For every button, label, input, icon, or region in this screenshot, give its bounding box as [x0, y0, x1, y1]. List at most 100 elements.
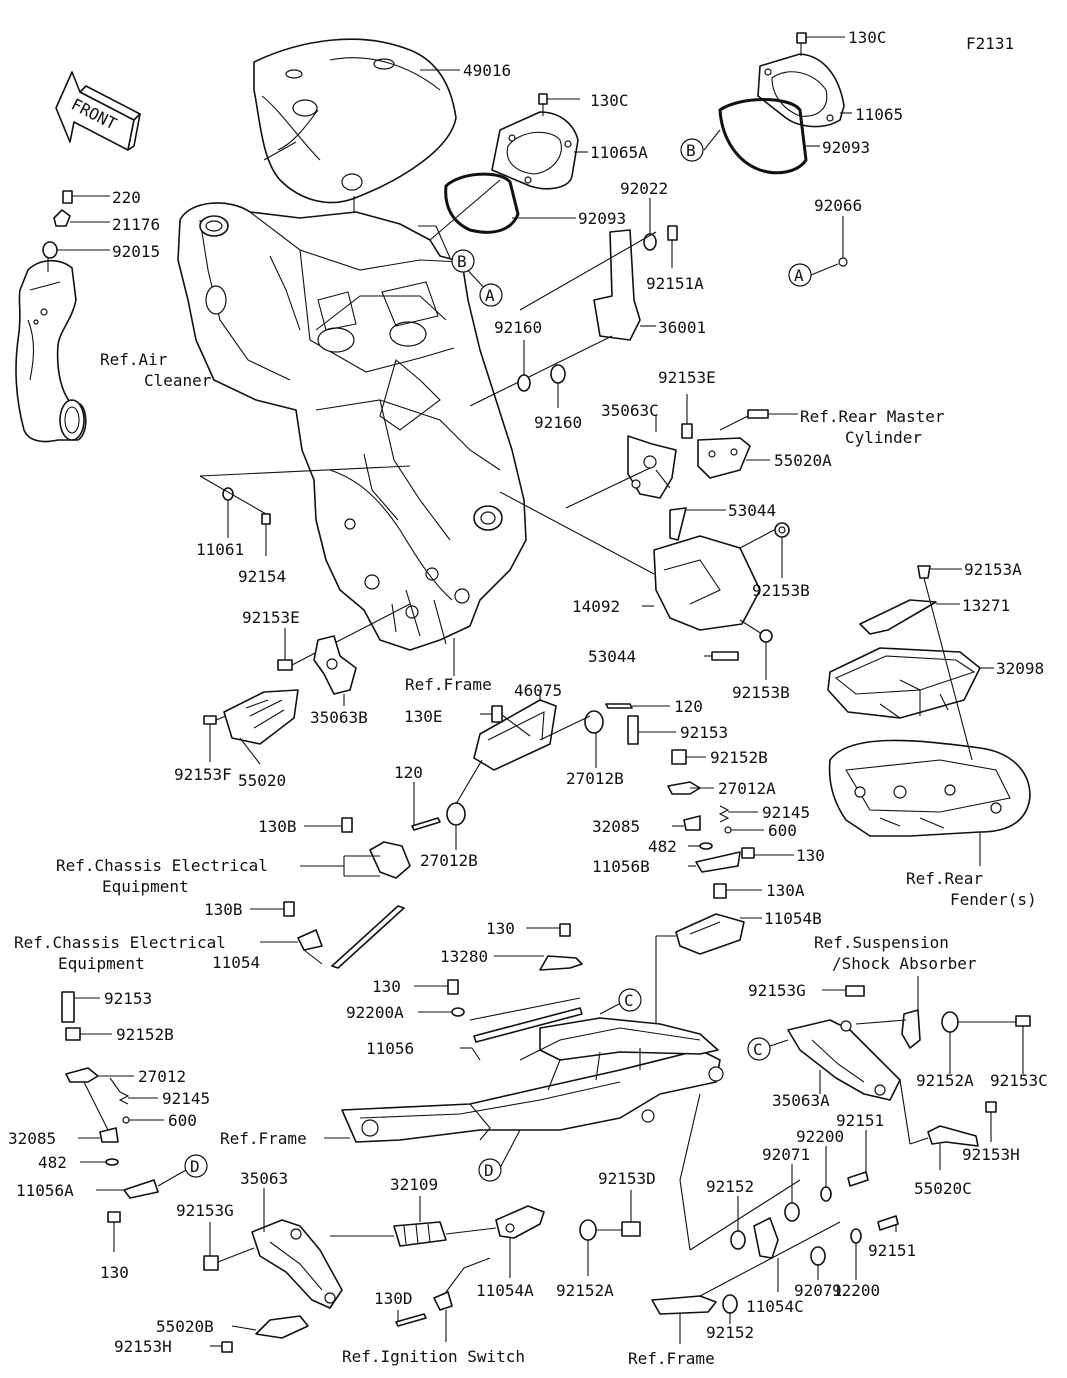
bolt-92153-upper [627, 715, 676, 745]
bushing-92160-b [550, 364, 566, 408]
bolt-92153H-lower [210, 1341, 233, 1353]
label-ref-suspension: Ref.Suspension [814, 933, 949, 952]
collar-27012B-right [539, 710, 604, 768]
plate-55020C [899, 1079, 979, 1170]
sub-frame [324, 1017, 724, 1169]
ref-frame-lower-right [651, 1295, 717, 1344]
callout-A-right: A [788, 263, 839, 287]
cover-11065A [491, 111, 588, 190]
label-11061: 11061 [196, 540, 244, 559]
label-11056B: 11056B [592, 857, 650, 876]
label-92145-upper: 92145 [762, 803, 810, 822]
bolt-92153G-upper [822, 985, 865, 997]
label-130E: 130E [404, 707, 443, 726]
spring-92145-upper [718, 805, 758, 823]
callout-A-right-label: A [794, 266, 804, 285]
label-ref-frame-lower: Ref.Frame [628, 1349, 715, 1368]
part-labels: F2131 130C 49016 130C 11065 92093 11065A… [8, 28, 1048, 1368]
collar-92152B-lower [65, 1027, 112, 1041]
label-600-upper: 600 [768, 821, 797, 840]
bushing-92152-lower [722, 1294, 738, 1324]
pin-600-upper [724, 826, 764, 834]
label-11056: 11056 [366, 1039, 414, 1058]
label-130C-left: 130C [590, 91, 629, 110]
cover-14092 [499, 491, 775, 635]
bolt-92151-lower [877, 1215, 899, 1232]
label-equipment-upper: Equipment [102, 877, 189, 896]
label-92152A-right: 92152A [916, 1071, 974, 1090]
collar-27012B-left [446, 759, 483, 850]
bolt-130E [480, 705, 503, 723]
label-27012: 27012 [138, 1067, 186, 1086]
cover-46075 [473, 690, 557, 771]
label-fenders: Fender(s) [950, 890, 1037, 909]
collar-21176 [53, 209, 110, 227]
label-55020B: 55020B [156, 1317, 214, 1336]
label-92153G-upper: 92153G [748, 981, 806, 1000]
label-equipment-lower: Equipment [58, 954, 145, 973]
bolt-rear-master-cylinder [719, 409, 798, 431]
label-92153D: 92153D [598, 1169, 656, 1188]
bolt-130-center [526, 923, 571, 937]
collar-92152B-upper [671, 749, 706, 765]
bolt-130B-lower [250, 901, 295, 917]
callout-B-top-label: B [686, 141, 696, 160]
washer-92200-lower [850, 1228, 862, 1280]
callout-A-frame-label: A [485, 286, 495, 305]
label-ref-frame-middle: Ref.Frame [220, 1129, 307, 1148]
front-arrow-icon [55, 71, 141, 151]
label-92153H-right: 92153H [962, 1145, 1020, 1164]
bracket-35063 [251, 1188, 343, 1309]
label-92022: 92022 [620, 179, 668, 198]
label-130A: 130A [766, 881, 805, 900]
bracket-11054B [655, 913, 762, 1026]
label-92153E-lower: 92153E [242, 608, 300, 627]
plate-55020 [223, 689, 299, 765]
label-130-upper: 130 [796, 846, 825, 865]
label-46075: 46075 [514, 681, 562, 700]
label-11054C: 11054C [746, 1297, 804, 1316]
lever-27012A [667, 781, 714, 795]
label-92152A-lower: 92152A [556, 1281, 614, 1300]
label-21176: 21176 [112, 215, 160, 234]
label-92153E-upper: 92153E [658, 368, 716, 387]
label-92153-upper: 92153 [680, 723, 728, 742]
label-35063C: 35063C [601, 401, 659, 420]
label-ref-ignition: Ref.Ignition Switch [342, 1347, 525, 1366]
bolt-130-lower-left [107, 1211, 121, 1252]
label-120-lower: 120 [394, 763, 423, 782]
callout-D-center-label: D [484, 1161, 494, 1180]
bolt-92153H-right [985, 1101, 997, 1142]
callout-D-left-label: D [190, 1157, 200, 1176]
callout-B-frame-label: B [457, 252, 467, 271]
clip-13280 [494, 955, 583, 971]
label-92153B-upper: 92153B [752, 581, 810, 600]
washer-92200-upper [820, 1146, 832, 1202]
bolt-92153C [958, 1015, 1031, 1074]
damper-32109 [393, 1196, 447, 1247]
bolt-120-lower [411, 782, 441, 831]
label-92153A: 92153A [964, 560, 1022, 579]
label-92153H-lower: 92153H [114, 1337, 172, 1356]
clip-92153A [917, 565, 962, 579]
label-92152-lower: 92152 [706, 1323, 754, 1342]
bracket-11056B [688, 851, 741, 873]
callout-D-left: D [157, 1154, 208, 1187]
air-cleaner-duct [15, 259, 87, 443]
label-92153G-lower: 92153G [176, 1201, 234, 1220]
label-482-upper: 482 [648, 837, 677, 856]
label-13271: 13271 [962, 596, 1010, 615]
bushing-92160-a [517, 340, 531, 392]
label-32085-upper: 32085 [592, 817, 640, 836]
label-53044-lower: 53044 [588, 647, 636, 666]
rear-fender [828, 577, 1031, 866]
bracket-35063B [313, 635, 357, 706]
bolt-220 [62, 190, 110, 204]
bolt-92153E-lower [277, 603, 411, 671]
bolt-92153E-upper [681, 394, 693, 439]
pivot-32085-upper [672, 815, 701, 831]
bolt-130C-right [796, 32, 845, 56]
bolt-130C-left [538, 93, 580, 116]
label-92145-lower: 92145 [162, 1089, 210, 1108]
label-27012B-right: 27012B [566, 769, 624, 788]
